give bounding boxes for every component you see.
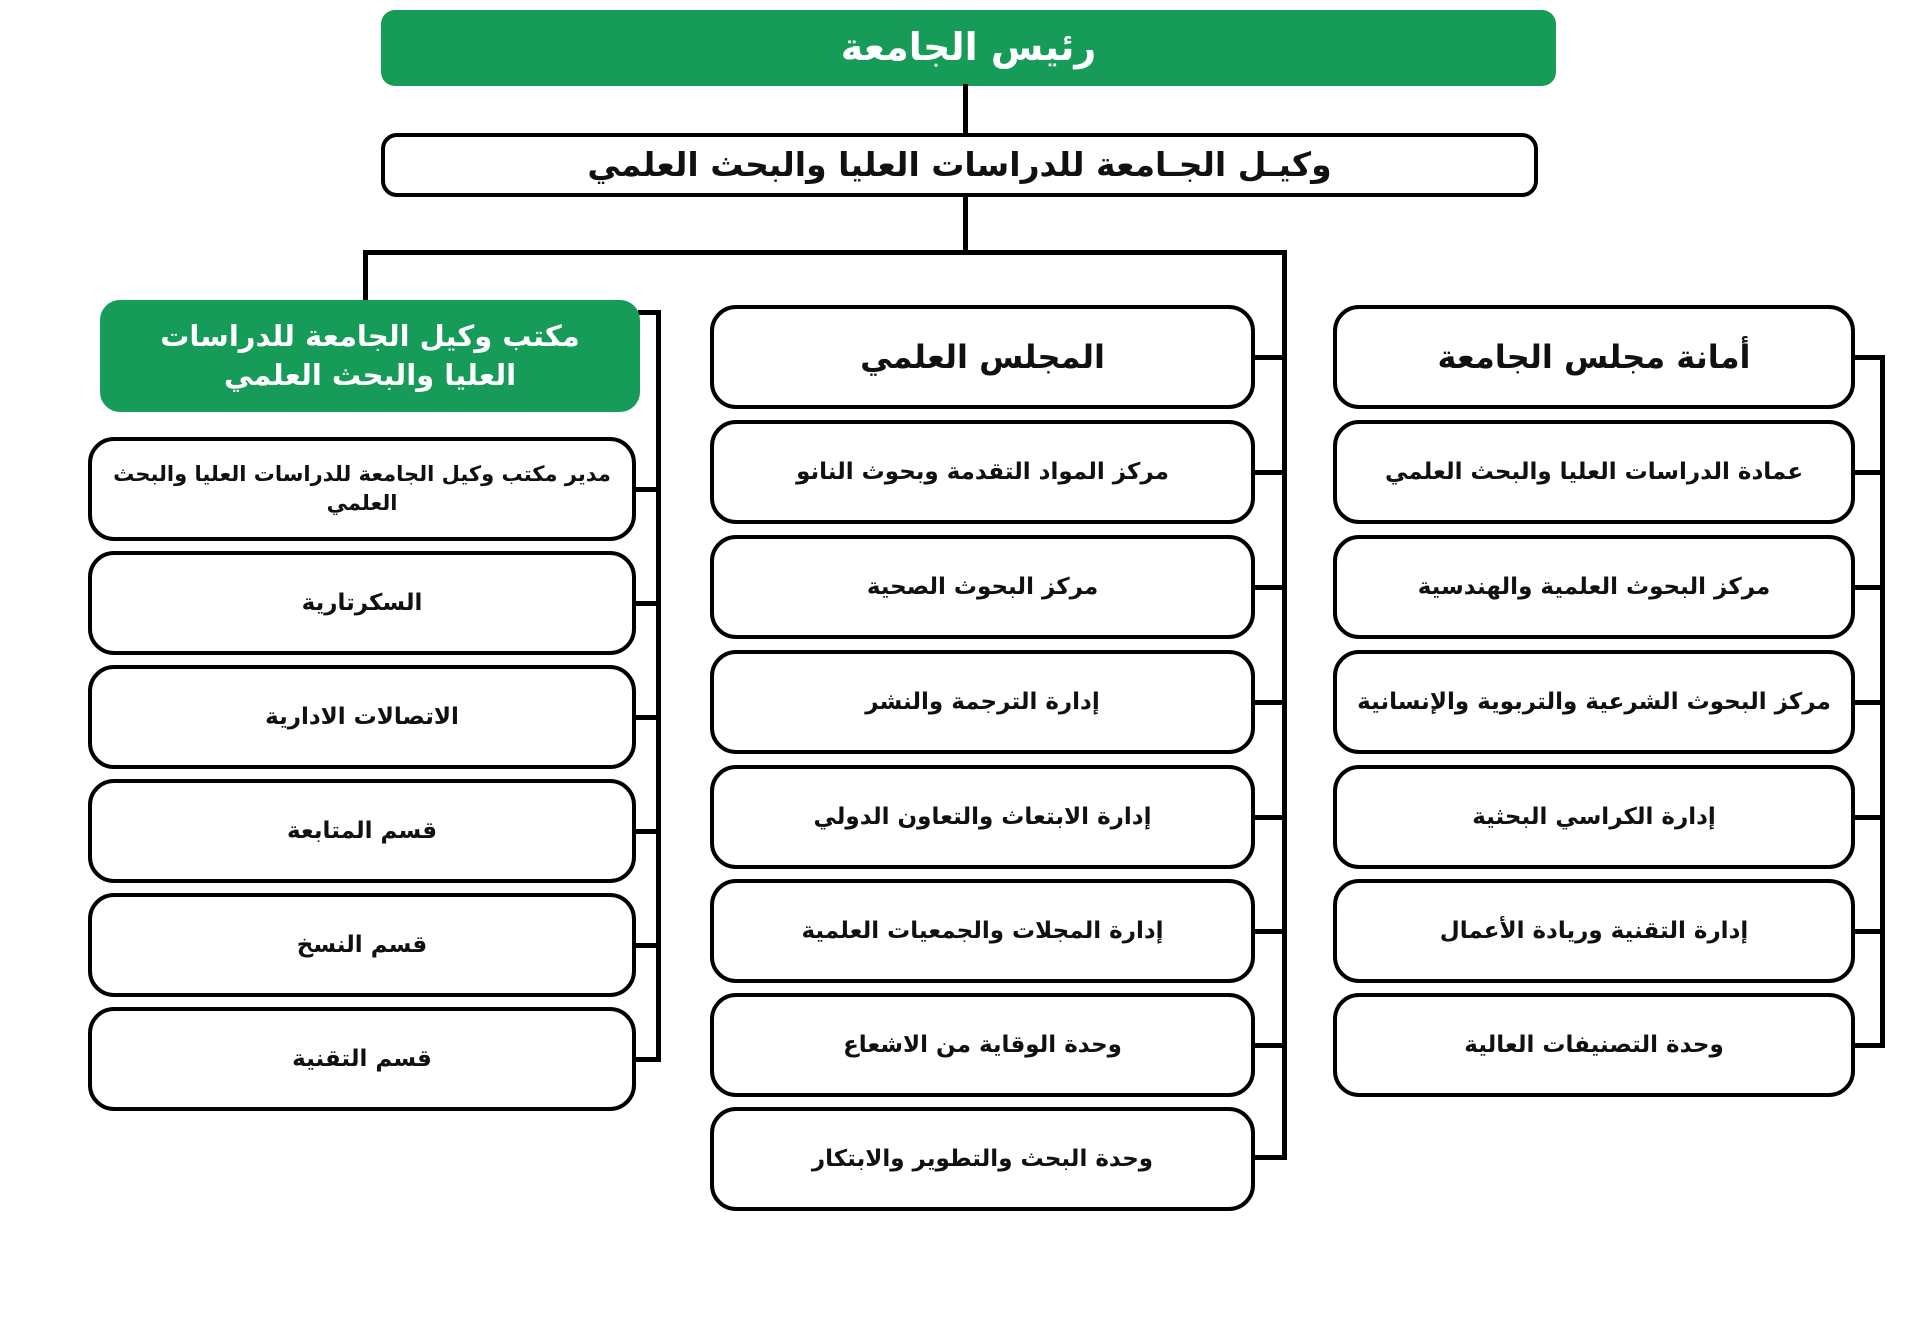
connector-tick: [1253, 1155, 1287, 1160]
org-box-sharia-educational-humanities-research: مركز البحوث الشرعية والتربوية والإنسانية: [1333, 650, 1855, 754]
org-box-journals-societies: إدارة المجلات والجمعيات العلمية: [710, 879, 1255, 983]
org-box-technology-dept: قسم التقنية: [88, 1007, 636, 1111]
connector-president-vice: [963, 84, 968, 136]
vice-rector-box: وكيـل الجـامعة للدراسات العليا والبحث ال…: [381, 133, 1538, 197]
president-box: رئيس الجامعة: [381, 10, 1556, 86]
connector-tick: [1853, 700, 1885, 705]
org-box-copying-dept: قسم النسخ: [88, 893, 636, 997]
connector-office-header-tick: [638, 310, 661, 315]
connector-tick: [1853, 470, 1885, 475]
connector-drop-office-header: [363, 250, 368, 304]
org-box-follow-up-dept: قسم المتابعة: [88, 779, 636, 883]
org-box-health-research-center: مركز البحوث الصحية: [710, 535, 1255, 639]
org-box-office-director: مدير مكتب وكيل الجامعة للدراسات العليا و…: [88, 437, 636, 541]
org-box-scientific-engineering-research: مركز البحوث العلمية والهندسية: [1333, 535, 1855, 639]
org-box-research-development-innovation: وحدة البحث والتطوير والابتكار: [710, 1107, 1255, 1211]
org-box-radiation-protection-unit: وحدة الوقاية من الاشعاع: [710, 993, 1255, 1097]
org-box-rankings-unit: وحدة التصنيفات العالية: [1333, 993, 1855, 1097]
connector-left-spine: [656, 310, 661, 1061]
scientific-council-header-box: المجلس العلمي: [710, 305, 1255, 409]
connector-tick: [1253, 585, 1287, 590]
org-box-technology-entrepreneurship: إدارة التقنية وريادة الأعمال: [1333, 879, 1855, 983]
connector-tick: [1253, 1043, 1287, 1048]
connector-tick: [1853, 815, 1885, 820]
connector-tick: [1253, 355, 1287, 360]
connector-tick: [1853, 355, 1885, 360]
council-secretariat-header-box: أمانة مجلس الجامعة: [1333, 305, 1855, 409]
connector-tick: [1253, 700, 1287, 705]
connector-tick: [1853, 585, 1885, 590]
connector-tick: [634, 829, 661, 834]
connector-tick: [1853, 929, 1885, 934]
connector-tick: [1853, 1043, 1885, 1048]
connector-tick: [1253, 815, 1287, 820]
connector-tick: [634, 601, 661, 606]
connector-tick: [1253, 470, 1287, 475]
connector-tick: [634, 943, 661, 948]
org-box-translation-publishing: إدارة الترجمة والنشر: [710, 650, 1255, 754]
connector-trunk-horizontal: [363, 250, 1287, 255]
connector-middle-spine: [1282, 250, 1287, 1160]
connector-tick: [634, 1057, 661, 1062]
org-box-secretariat: السكرتارية: [88, 551, 636, 655]
org-box-research-chairs: إدارة الكراسي البحثية: [1333, 765, 1855, 869]
connector-tick: [1253, 929, 1287, 934]
connector-vice-trunk: [963, 195, 968, 252]
org-box-scholarships-intl-cooperation: إدارة الابتعاث والتعاون الدولي: [710, 765, 1255, 869]
connector-tick: [634, 487, 661, 492]
org-box-graduate-studies-deanship: عمادة الدراسات العليا والبحث العلمي: [1333, 420, 1855, 524]
org-box-admin-communications: الاتصالات الادارية: [88, 665, 636, 769]
org-box-advanced-materials-nano: مركز المواد التقدمة وبحوث النانو: [710, 420, 1255, 524]
connector-tick: [634, 715, 661, 720]
office-header-box: مكتب وكيل الجامعة للدراسات العليا والبحث…: [100, 300, 640, 412]
